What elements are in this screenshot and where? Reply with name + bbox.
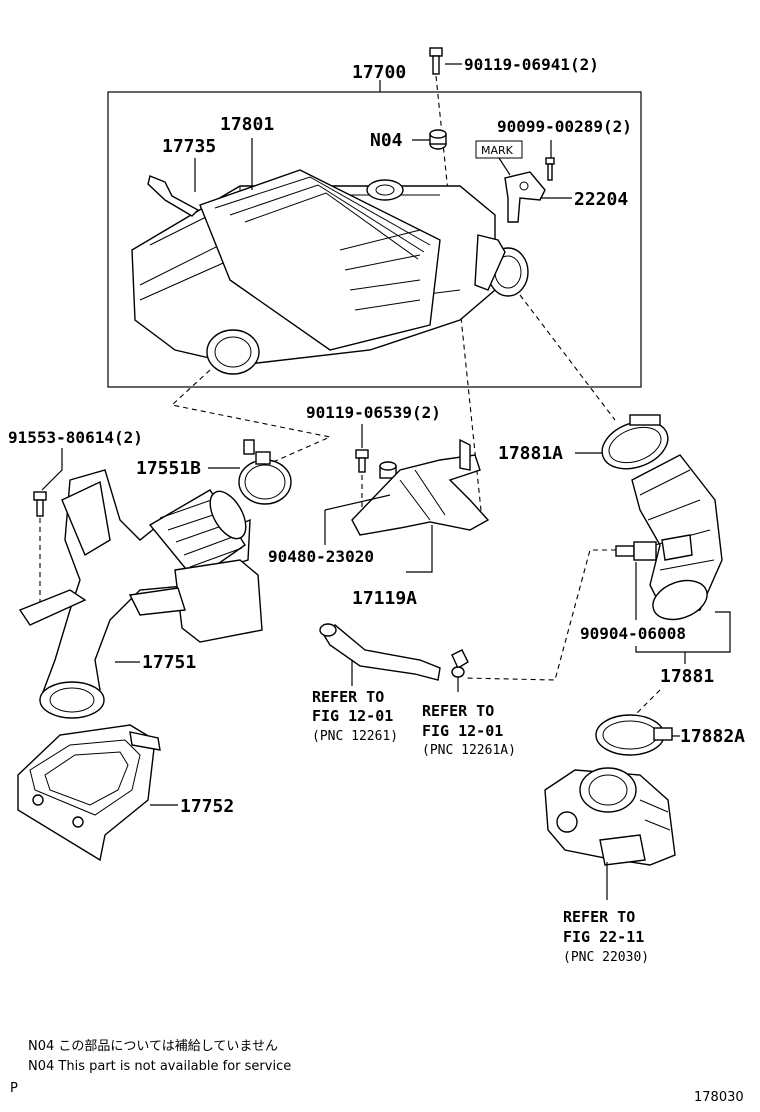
label-90904-06008[interactable]: 90904-06008 [580,624,686,643]
screw-icon[interactable] [545,157,555,181]
svg-text:REFER TO: REFER TO [312,688,384,706]
label-22204[interactable]: 22204 [574,189,628,210]
air-inlet-duct-17751[interactable] [18,469,263,719]
bracket-17119a[interactable] [351,438,490,536]
label-17752[interactable]: 17752 [180,796,234,817]
hose-clip-12261a[interactable] [451,649,469,678]
mark-label: MARK [481,144,514,157]
label-17801[interactable]: 17801 [220,114,274,135]
label-17751[interactable]: 17751 [142,652,196,673]
refer-block-2[interactable]: REFER TO FIG 12-01 (PNC 12261A) [422,702,516,758]
svg-text:(PNC 12261A): (PNC 12261A) [422,743,516,758]
label-17882a[interactable]: 17882A [680,726,745,747]
label-90099-00289[interactable]: 90099-00289(2) [497,117,632,136]
svg-text:FIG 12-01: FIG 12-01 [312,707,393,725]
refer-block-3[interactable]: REFER TO FIG 22-11 (PNC 22030) [563,908,649,965]
bolt-icon[interactable] [33,491,47,517]
label-17881a[interactable]: 17881A [498,443,563,464]
label-91553-80614[interactable]: 91553-80614(2) [8,428,143,447]
label-17881[interactable]: 17881 [660,666,714,687]
label-n04[interactable]: N04 [370,130,403,151]
hose-clamp-17882a[interactable] [595,714,673,756]
bolt-icon[interactable] [429,47,443,75]
air-flow-meter-22204[interactable] [504,171,546,223]
assembly-frame [107,91,642,388]
svg-text:REFER TO: REFER TO [422,702,494,720]
throttle-body[interactable] [544,767,676,866]
svg-text:FIG 12-01: FIG 12-01 [422,722,503,740]
figure-id: 178030 [694,1090,744,1105]
note-en: N04 This part is not available for servi… [28,1059,291,1074]
svg-text:REFER TO: REFER TO [563,908,635,926]
water-hose-12261[interactable] [319,623,441,681]
air-hose-17881[interactable] [631,454,723,626]
note-jp: N04 この部品については補給していません [28,1039,278,1054]
hose-clamp-17551b[interactable] [238,439,292,505]
grommet-icon[interactable] [379,461,397,479]
label-90119-06941[interactable]: 90119-06941(2) [464,55,599,74]
label-17119a[interactable]: 17119A [352,588,417,609]
label-90480-23020[interactable]: 90480-23020 [268,547,374,566]
page-marker: P [10,1081,18,1096]
svg-text:(PNC 12261): (PNC 12261) [312,729,398,744]
svg-text:FIG 22-11: FIG 22-11 [563,928,644,946]
hose-connector-90904[interactable] [615,541,657,561]
label-90119-06539[interactable]: 90119-06539(2) [306,403,441,422]
label-17700[interactable]: 17700 [352,62,406,83]
label-17735[interactable]: 17735 [162,136,216,157]
grommet-icon[interactable] [429,129,447,150]
bolt-icon[interactable] [355,449,369,473]
refer-block-1[interactable]: REFER TO FIG 12-01 (PNC 12261) [312,688,398,744]
air-cleaner-lower-17752[interactable] [17,724,161,862]
clip-17735[interactable] [147,175,200,217]
svg-text:(PNC 22030): (PNC 22030) [563,950,649,965]
hose-clamp-17881a[interactable] [596,413,675,478]
air-cleaner-case[interactable] [131,169,529,375]
label-17551b[interactable]: 17551B [136,458,201,479]
